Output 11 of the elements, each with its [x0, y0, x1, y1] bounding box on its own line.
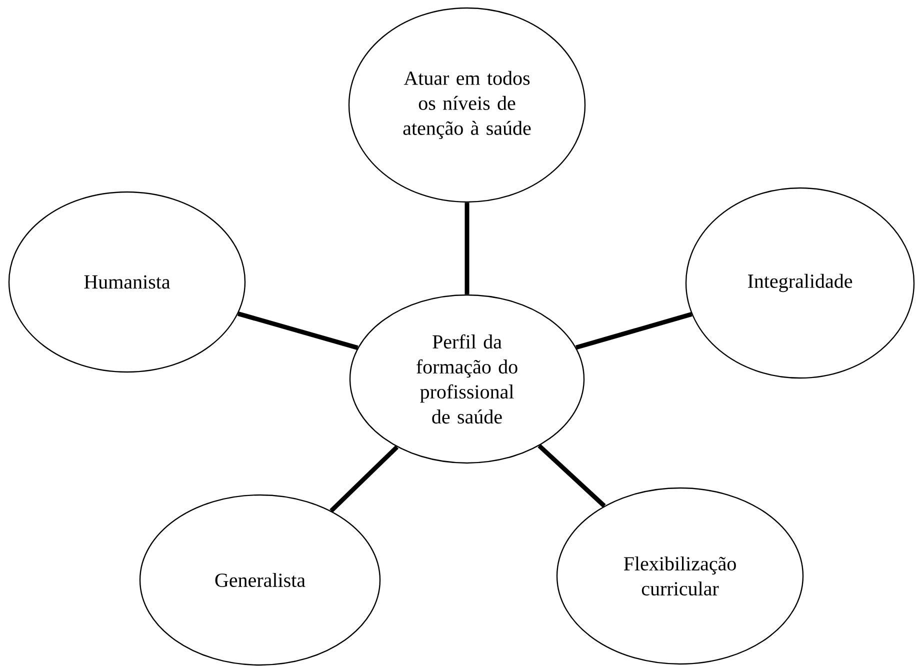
ellipse-node: Humanista: [8, 191, 246, 373]
connector-line: [576, 312, 692, 350]
ellipse-node: Generalista: [139, 494, 381, 666]
connector-line: [330, 445, 399, 512]
connector-line: [538, 444, 606, 508]
ellipse-node: Atuar em todos os níveis de atenção à saúde: [348, 7, 586, 203]
connector-line: [237, 312, 358, 350]
connector-line: [464, 202, 470, 294]
ellipse-node: Perfil da formação do profissional de saúde: [349, 294, 585, 464]
ellipse-node: Flexibilização curricular: [556, 487, 804, 665]
ellipse-node: Integralidade: [685, 187, 915, 379]
